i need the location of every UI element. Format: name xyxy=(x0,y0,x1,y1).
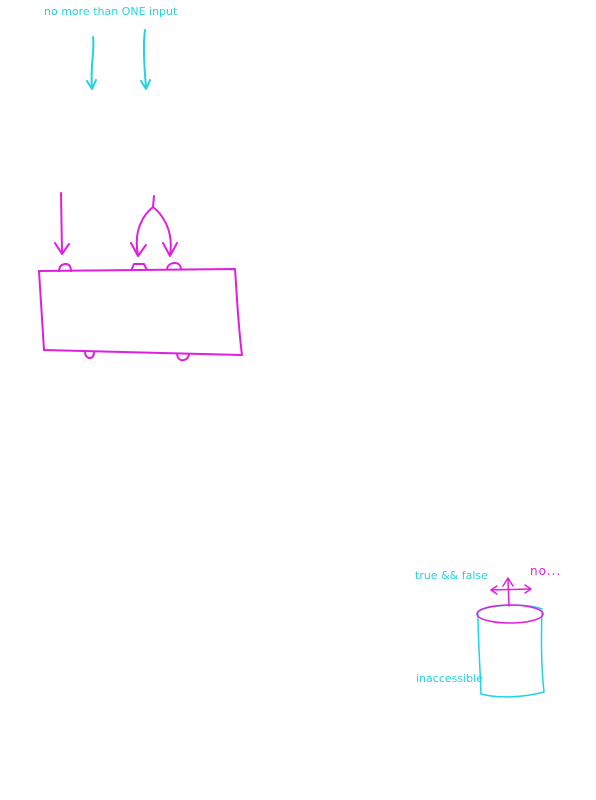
true-and-false-note: true && false xyxy=(415,569,488,582)
input-port-2 xyxy=(130,263,148,272)
input-port-3 xyxy=(166,262,182,271)
inaccessible-note: inaccessible xyxy=(416,672,483,685)
single-arrow-head xyxy=(54,242,70,255)
logic-block xyxy=(38,262,243,362)
input-arrow-right xyxy=(142,29,147,89)
input-arrow-right-head xyxy=(140,79,151,90)
pit-bottom xyxy=(480,691,545,698)
no-note: no... xyxy=(530,564,562,578)
input-arrows xyxy=(86,29,151,90)
output-port-1 xyxy=(84,350,95,359)
block-body xyxy=(38,268,243,356)
pit-rim-cyan xyxy=(477,604,543,613)
fork-right-head xyxy=(162,242,178,257)
sprout-stem xyxy=(507,579,510,607)
inaccessible-pit xyxy=(476,577,545,698)
pit-rim xyxy=(476,604,544,624)
fork-left-branch xyxy=(135,206,154,256)
sprout-up-head xyxy=(502,577,514,587)
sprout-branch xyxy=(490,588,531,591)
fork-left-head xyxy=(130,242,147,257)
block-input-arrows xyxy=(54,192,178,257)
fork-right-branch xyxy=(152,206,172,256)
input-arrow-left-head xyxy=(86,79,97,90)
single-input-note: no more than ONE input xyxy=(44,5,178,18)
sprout-left-head xyxy=(490,585,498,595)
pit-right-wall xyxy=(540,610,545,693)
input-arrow-left xyxy=(90,36,95,89)
pit-left-wall xyxy=(477,611,482,695)
fork-stem xyxy=(152,195,155,208)
output-port-2 xyxy=(176,352,190,362)
single-arrow xyxy=(60,192,63,254)
sprout-right-head xyxy=(524,584,532,594)
input-port-1 xyxy=(58,263,72,273)
